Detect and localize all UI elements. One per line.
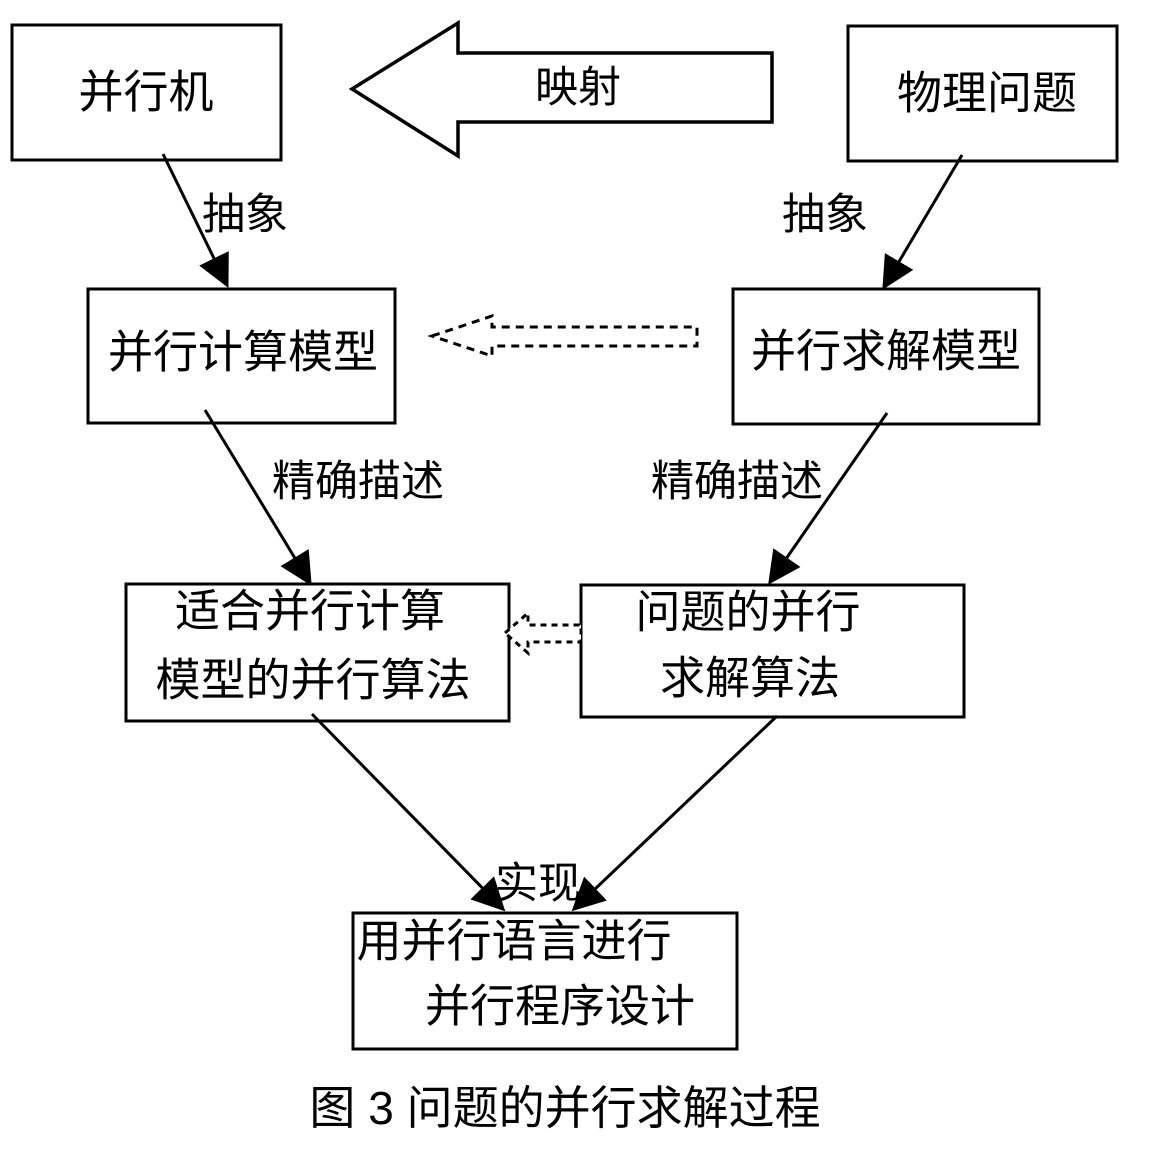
dashed-arrow-algorithms <box>502 609 583 657</box>
implementation-arrow-left <box>310 712 506 912</box>
computing-model-box <box>86 287 397 425</box>
suitable-algorithm-line2: 模型的并行算法 <box>155 655 470 706</box>
abstraction-label-left: 抽象 <box>202 191 288 239</box>
problem-algorithm-line2: 求解算法 <box>660 653 840 704</box>
problem-algorithm-box <box>579 583 966 719</box>
implementation-arrow-right <box>571 714 779 912</box>
implementation-label: 实现 <box>495 860 581 908</box>
parallel-programming-box <box>351 911 739 1051</box>
solving-model-box <box>731 287 1041 426</box>
abstraction-label-right: 抽象 <box>782 191 868 239</box>
parallel-machine-label: 并行机 <box>78 67 213 118</box>
physical-problem-label: 物理问题 <box>897 68 1077 119</box>
describe-label-left: 精确描述 <box>272 458 444 506</box>
describe-arrow-right <box>768 412 889 585</box>
computing-model-label: 并行计算模型 <box>108 327 378 378</box>
parallel-programming-line1: 用并行语言进行 <box>356 916 671 967</box>
solving-model-label: 并行求解模型 <box>751 326 1021 377</box>
mapping-label: 映射 <box>535 64 621 112</box>
describe-arrow-left <box>203 409 312 586</box>
physical-problem-box <box>846 24 1119 163</box>
dashed-arrow-models <box>427 313 699 359</box>
suitable-algorithm-box <box>124 582 511 723</box>
describe-label-right: 精确描述 <box>651 458 823 506</box>
figure-caption: 图 3 问题的并行求解过程 <box>309 1082 820 1134</box>
suitable-algorithm-line1: 适合并行计算 <box>175 586 445 637</box>
abstraction-arrow-right <box>882 154 964 290</box>
abstraction-arrow-left <box>161 153 229 288</box>
mapping-block-arrow <box>348 19 774 160</box>
parallel-machine-box <box>10 23 283 162</box>
parallel-programming-line2: 并行程序设计 <box>425 981 695 1032</box>
problem-algorithm-line1: 问题的并行 <box>635 587 860 638</box>
